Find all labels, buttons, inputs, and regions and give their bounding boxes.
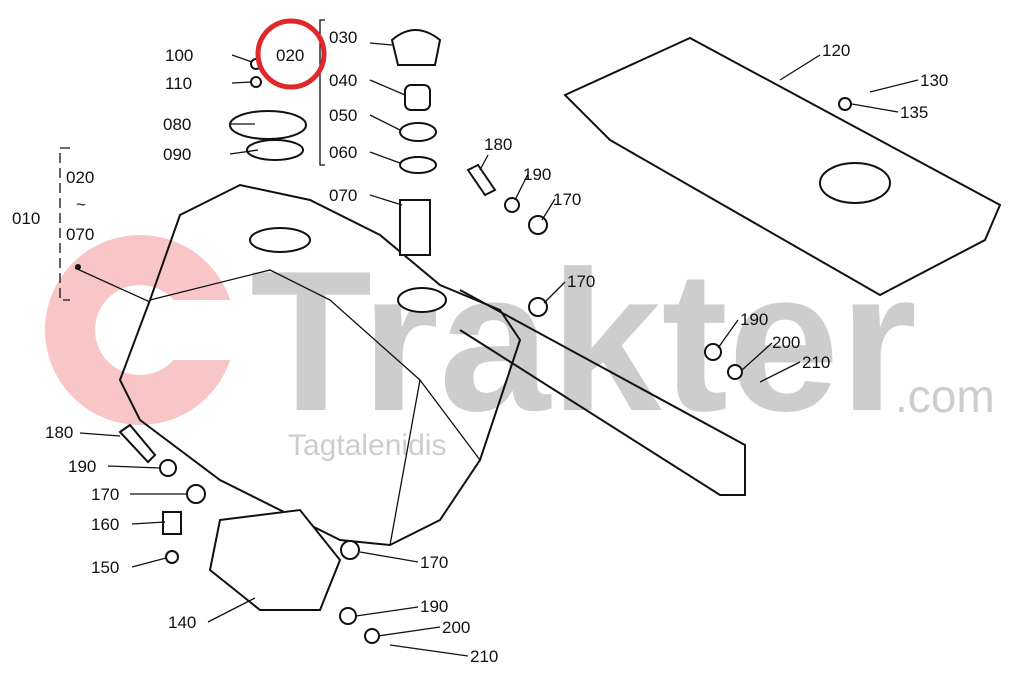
label-080[interactable]: 080 [163,115,191,134]
label-180-b[interactable]: 180 [45,423,73,442]
frame-bracket [459,289,746,496]
leader-dot [75,264,81,270]
label-020-highlighted[interactable]: 020 [276,46,304,65]
label-050[interactable]: 050 [329,106,357,125]
highlight-circle [255,18,327,90]
label-170-c[interactable]: 170 [91,485,119,504]
label-range-start: 020 [66,168,94,187]
label-130[interactable]: 130 [920,71,948,90]
part-labels: 100 110 080 090 020 030 040 050 060 070 … [12,18,948,666]
label-170-b[interactable]: 170 [567,272,595,291]
watermark: Trakter .com Tagtalenidis [45,230,995,462]
label-135[interactable]: 135 [900,103,928,122]
label-170-d[interactable]: 170 [420,553,448,572]
watermark-suffix: .com [895,370,995,422]
label-180[interactable]: 180 [484,135,512,154]
label-210-b[interactable]: 210 [470,647,498,666]
label-040[interactable]: 040 [329,71,357,90]
watermark-brand: Trakter [250,230,917,453]
leader-lines [59,19,919,657]
label-200-b[interactable]: 200 [442,618,470,637]
label-190-b[interactable]: 190 [740,310,768,329]
label-150[interactable]: 150 [91,558,119,577]
label-070[interactable]: 070 [329,186,357,205]
label-140[interactable]: 140 [168,613,196,632]
label-160[interactable]: 160 [91,515,119,534]
mount-bracket [208,508,342,611]
label-170[interactable]: 170 [553,190,581,209]
label-210[interactable]: 210 [802,353,830,372]
small-parts [118,29,852,644]
label-110[interactable]: 110 [165,74,192,93]
watermark-subtitle: Tagtalenidis [288,429,446,462]
label-030[interactable]: 030 [329,28,357,47]
label-200[interactable]: 200 [772,333,800,352]
tank-cover [563,36,1002,297]
label-range-sep: ~ [76,195,86,214]
label-010[interactable]: 010 [12,209,40,228]
label-190-d[interactable]: 190 [420,597,448,616]
label-120[interactable]: 120 [822,41,850,60]
label-060[interactable]: 060 [329,143,357,162]
label-100[interactable]: 100 [165,46,193,65]
label-190-c[interactable]: 190 [68,457,96,476]
label-190[interactable]: 190 [523,165,551,184]
label-090[interactable]: 090 [163,145,191,164]
fuel-tank [118,183,522,547]
watermark-gear-logo [45,235,250,425]
label-range-end: 070 [66,225,94,244]
